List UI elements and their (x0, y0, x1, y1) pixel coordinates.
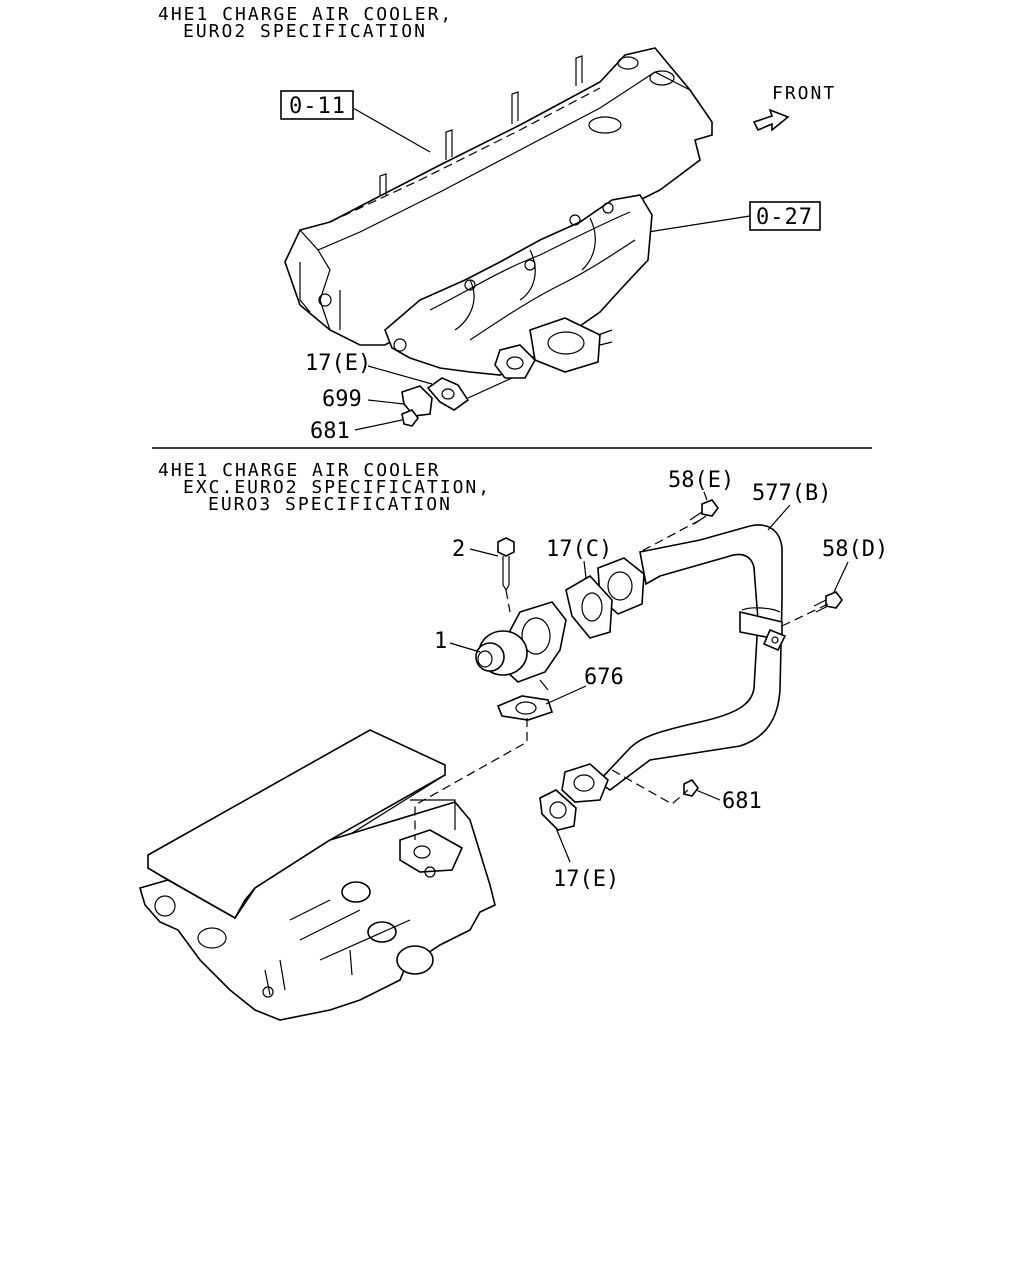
top-header-line1: 4HE1 CHARGE AIR COOLER, (158, 4, 453, 25)
front-indicator: FRONT (752, 83, 836, 132)
gasket-17c-shape (565, 574, 613, 639)
callout-17e: 17(E) (305, 351, 371, 376)
callout-2: 2 (452, 537, 465, 562)
callout-17e-lower: 17(E) (553, 867, 619, 892)
engine-block-drawing (139, 729, 496, 1021)
callout-58e: 58(E) (668, 468, 734, 493)
top-gasket-assembly (401, 377, 513, 427)
leader-line (647, 215, 751, 233)
ref-label-0-11: 0-11 (289, 94, 346, 119)
bottom-callouts: 58(E) 577(B) 2 17(C) 58(D) 1 676 681 17(… (434, 468, 888, 892)
callout-577b: 577(B) (752, 481, 831, 506)
callout-699: 699 (322, 387, 362, 412)
callout-58d: 58(D) (822, 537, 888, 562)
top-callouts: 17(E) 699 681 (305, 351, 433, 444)
callout-17c: 17(C) (546, 537, 612, 562)
bottom-header-line1: 4HE1 CHARGE AIR COOLER (158, 460, 440, 481)
top-header-line2: EURO2 SPECIFICATION (183, 21, 427, 42)
ref-box-cylinder-head: 0-11 (280, 90, 431, 153)
gasket-676-shape (496, 695, 554, 721)
front-arrow-icon (752, 108, 790, 132)
callout-1: 1 (434, 629, 447, 654)
bottom-header: 4HE1 CHARGE AIR COOLER EXC.EURO2 SPECIFI… (158, 460, 491, 515)
bottom-header-line3: EURO3 SPECIFICATION (208, 494, 452, 515)
front-label: FRONT (772, 83, 836, 104)
air-pipe-577b (596, 524, 787, 791)
intake-manifold-drawing (384, 194, 653, 379)
ref-box-frame (280, 90, 354, 120)
ref-box-manifold: 0-27 (647, 201, 821, 233)
callout-681: 681 (310, 419, 350, 444)
leader-line (352, 107, 431, 153)
callout-681-lower: 681 (722, 789, 762, 814)
bolts (497, 499, 843, 797)
nut-681-shape (401, 409, 419, 427)
gasket-17e-lower-shape (539, 789, 577, 831)
valve-assembly-1 (475, 601, 567, 691)
ref-label-0-27: 0-27 (756, 205, 813, 230)
top-header: 4HE1 CHARGE AIR COOLER, EURO2 SPECIFICAT… (158, 4, 453, 42)
callout-676: 676 (584, 665, 624, 690)
bottom-header-line2: EXC.EURO2 SPECIFICATION, (183, 477, 491, 498)
gasket-17e-shape (426, 377, 470, 411)
assembly-guide-lines (414, 519, 829, 840)
